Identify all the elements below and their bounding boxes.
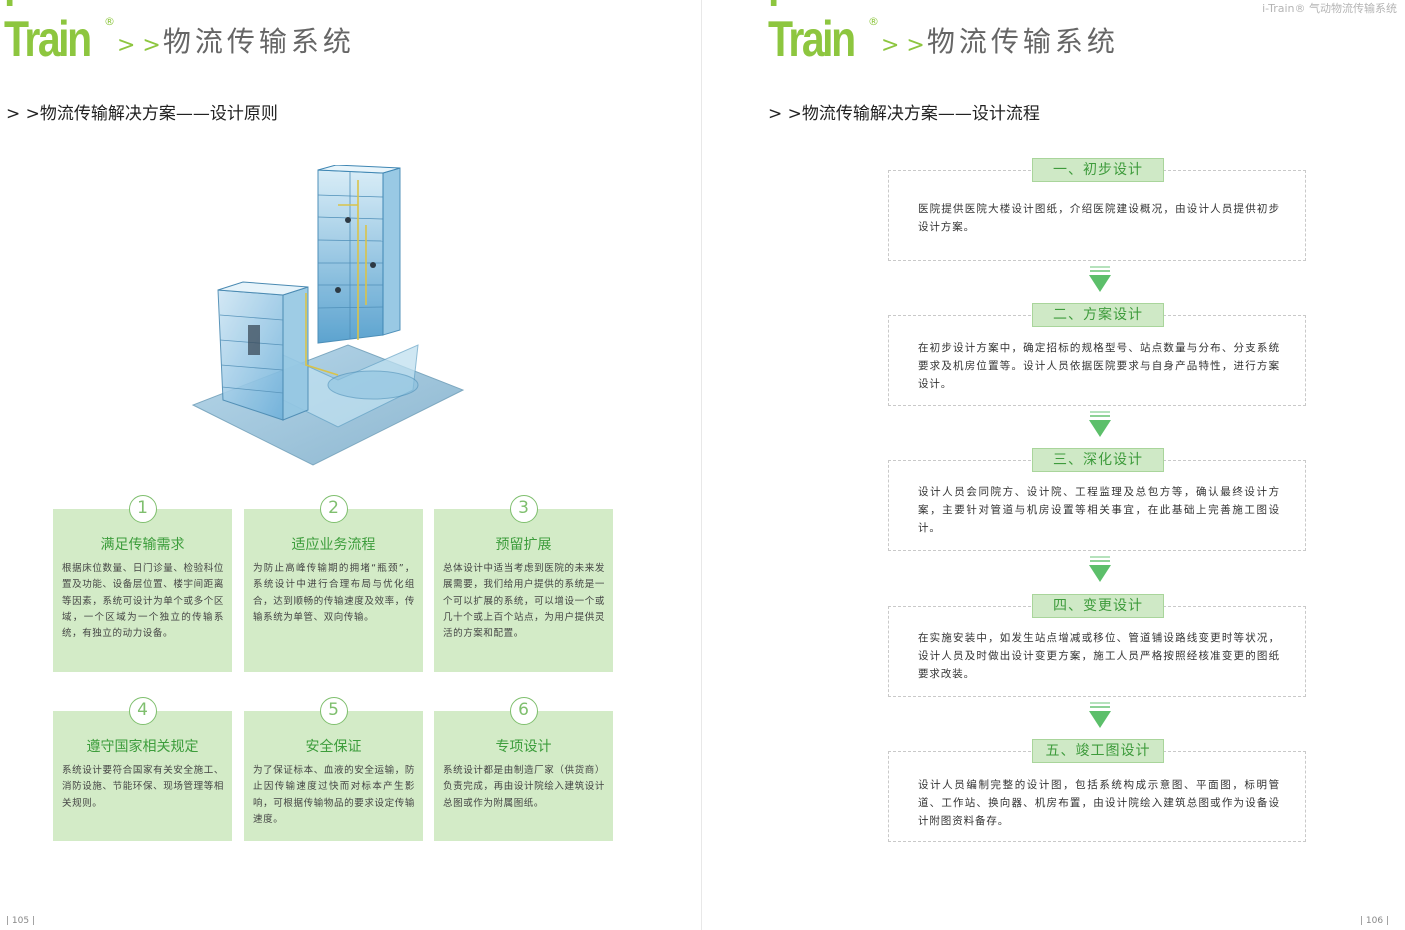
brand-name: i-Train [768,0,856,67]
principle-body: 总体设计中适当考虑到医院的未来发展需要，我们给用户提供的系统是一个可以扩展的系统… [443,563,605,640]
brand-system-name: 物流传输系统 [926,25,1119,58]
brand-separator: > > [117,33,161,58]
principle-card: 5 安全保证为了保证标本、血液的安全运输，防止因传输速度过快而对标本产生影响，可根… [244,697,423,841]
process-step-label: 一、初步设计 [1032,158,1164,182]
principle-number: 3 [509,495,538,523]
brand-registered-mark: ® [868,15,879,28]
brand-separator: > > [881,33,925,58]
principle-card: 2 适应业务流程为防止高峰传输期的拥堵“瓶颈”，系统设计中进行合理布局与优化组合，… [244,495,423,672]
principle-body: 系统设计都是由制造厂家（供货商）负责完成，再由设计院绘入建筑设计总图或作为附属图… [443,765,605,809]
process-step-text: 设计人员编制完整的设计图，包括系统构成示意图、平面图，标明管道、工作站、换向器、… [918,779,1280,827]
left-page: i-Train ® > > 物流传输系统 > >物流传输解决方案——设计原则 [0,0,702,930]
principle-body: 为了保证标本、血液的安全运输，防止因传输速度过快而对标本产生影响，可根据传输物品… [253,765,415,825]
principle-card: 1 满足传输需求根据床位数量、日门诊量、检验科位置及功能、设备层位置、楼宇间距离等… [53,495,232,672]
principle-card: 4 遵守国家相关规定系统设计要符合国家有关安全施工、消防设施、节能环保、现场管理等… [53,697,232,841]
right-page: i-Train® 气动物流传输系统 i-Train ® > > 物流传输系统 >… [702,0,1405,930]
down-arrow-icon [1089,556,1111,582]
principle-card: 3 预留扩展总体设计中适当考虑到医院的未来发展需要，我们给用户提供的系统是一个可以… [434,495,613,672]
process-step-text: 设计人员会同院方、设计院、工程监理及总包方等，确认最终设计方案，主要针对管道与机… [918,486,1280,534]
brand-system-name: 物流传输系统 [162,25,355,58]
principle-title: 安全保证 [305,739,362,755]
process-step-label: 四、变更设计 [1032,594,1164,618]
principle-title: 适应业务流程 [291,537,376,553]
principle-title: 预留扩展 [495,537,552,553]
principle-body: 根据床位数量、日门诊量、检验科位置及功能、设备层位置、楼宇间距离等因素，系统可设… [62,563,224,640]
process-step-label: 二、方案设计 [1032,303,1164,327]
page-number: | 105 | [6,916,35,926]
principle-card: 6 专项设计系统设计都是由制造厂家（供货商）负责完成，再由设计院绘入建筑设计总图或… [434,697,613,841]
process-step-text: 在实施安装中，如发生站点增减或移位、管道铺设路线变更时等状况，设计人员及时做出设… [918,632,1280,680]
brand-logo: i-Train ® > > 物流传输系统 [4,0,355,64]
down-arrow-icon [1089,266,1111,292]
principle-number: 6 [509,697,538,725]
principle-number: 5 [319,697,348,725]
down-arrow-icon [1089,702,1111,728]
building-illustration [191,165,465,466]
principle-title: 遵守国家相关规定 [86,739,199,755]
section-title: > >物流传输解决方案——设计原则 [6,104,278,124]
principle-title: 专项设计 [495,739,552,755]
section-title: > >物流传输解决方案——设计流程 [768,104,1040,124]
principle-title: 满足传输需求 [100,537,185,553]
brand-registered-mark: ® [104,15,115,28]
principle-number: 4 [128,697,157,725]
down-arrow-icon [1089,411,1111,437]
brand-name: i-Train [4,0,92,67]
page-number: | 106 | [1360,916,1389,926]
process-step-label: 三、深化设计 [1032,448,1164,472]
principle-number: 1 [128,495,157,523]
process-step-label: 五、竣工图设计 [1032,739,1164,763]
principle-number: 2 [319,495,348,523]
running-header: i-Train® 气动物流传输系统 [1262,2,1397,15]
principle-body: 为防止高峰传输期的拥堵“瓶颈”，系统设计中进行合理布局与优化组合，达到顺畅的传输… [253,563,415,623]
process-step-text: 医院提供医院大楼设计图纸，介绍医院建设概况，由设计人员提供初步设计方案。 [918,203,1280,233]
brand-logo: i-Train ® > > 物流传输系统 [768,0,1119,64]
principle-body: 系统设计要符合国家有关安全施工、消防设施、节能环保、现场管理等相关规则。 [62,765,224,809]
process-step-text: 在初步设计方案中，确定招标的规格型号、站点数量与分布、分支系统要求及机房位置等。… [918,342,1280,390]
